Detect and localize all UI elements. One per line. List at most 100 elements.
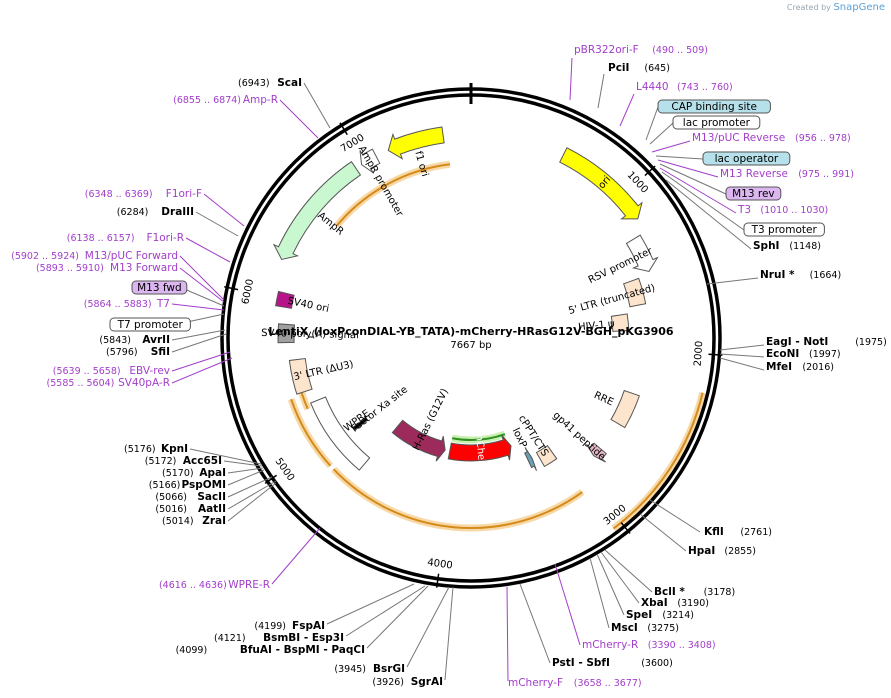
callout-30: WPRE-R(4616 .. 4636) [159, 579, 270, 591]
callout-26: BsrGI(3945) [334, 663, 405, 675]
callout-text-5: M13/pUC Reverse [692, 132, 785, 144]
callout-text-1: PciI [608, 62, 629, 74]
callout-51: ScaI (6943) [238, 77, 302, 89]
callout-text-46: M13/pUC Forward [85, 250, 178, 262]
callout-text-30: WPRE-R [228, 579, 270, 591]
callout-box-42 [109, 317, 191, 332]
callout-text-13: EagI - NotI [766, 336, 828, 348]
callout-34: PspOMI(5166) [149, 479, 226, 491]
callout-line-20 [596, 553, 625, 616]
callout-pos-45: (5893 .. 5910) [36, 263, 104, 274]
callout-pos-17: (2855) [724, 546, 756, 557]
callout-pos-47: (6138 .. 6157) [67, 233, 135, 244]
callout-text-45: M13 Forward [110, 262, 178, 274]
callout-line-16 [649, 499, 701, 533]
callout-text-51: ScaI [277, 77, 302, 89]
callout-text-24: mCherry-F [508, 677, 563, 689]
callout-line-0 [569, 57, 573, 101]
callout-pos-16: (2761) [740, 527, 772, 538]
callout-line-48 [195, 211, 239, 237]
callout-43: T7(5864 .. 5883) [84, 298, 170, 310]
feature-15 [288, 357, 313, 395]
callout-line-38 [171, 357, 233, 384]
callout-line-43 [171, 303, 225, 311]
callout-line-34 [227, 469, 265, 486]
callout-pos-1: (645) [644, 63, 670, 74]
callout-24: mCherry-F(3658 .. 3677) [508, 677, 642, 689]
callout-text-25: SgrAI [411, 676, 443, 688]
callout-31: ZraI(5014) [162, 515, 226, 527]
callout-line-40 [171, 333, 227, 353]
callout-text-11: SphI [753, 240, 779, 252]
callout-line-5 [651, 140, 691, 153]
callout-pos-39: (5639 .. 5658) [53, 366, 121, 377]
callout-text-19: XbaI [641, 597, 668, 609]
callout-pos-38: (5585 .. 5604) [47, 378, 115, 389]
tick-5000 [264, 474, 278, 484]
brand-name: SnapGene [833, 2, 885, 13]
callout-pos-28: (4121) [214, 633, 246, 644]
callout-pos-49: (6348 .. 6369) [85, 189, 153, 200]
callout-37: KpnI(5176) [124, 443, 188, 455]
callout-text-23: PstI - SbfI [552, 657, 610, 669]
callout-text-21: MscI [611, 622, 638, 634]
callout-text-40: SfiI [151, 346, 170, 358]
callout-line-15 [719, 357, 765, 371]
callout-text-28: BsmBI - Esp3I [263, 632, 344, 644]
callout-line-7 [657, 159, 719, 178]
callout-line-4 [649, 122, 674, 145]
callout-text-22: mCherry-R [582, 639, 638, 651]
orange-arc-2 [332, 468, 583, 529]
callout-41: AvrII(5843) [99, 334, 170, 346]
callout-pos-19: (3190) [677, 598, 709, 609]
callout-pos-23: (3600) [641, 658, 673, 669]
feature-2 [359, 148, 381, 174]
callout-line-33 [227, 476, 273, 498]
feature-7 [610, 389, 641, 429]
feature-14 [310, 396, 371, 471]
callouts-layer: pBR322ori-F(490 .. 509)PciI(645)L4440(74… [11, 44, 887, 689]
callout-pos-5: (956 .. 978) [795, 133, 851, 144]
callout-36: Acc65I(5172) [145, 455, 222, 467]
callout-line-18 [604, 549, 653, 593]
green-arc [451, 433, 506, 441]
callout-28: BsmBI - Esp3I (4121) [214, 632, 344, 644]
callout-pos-46: (5902 .. 5924) [11, 251, 79, 262]
callout-pos-51: (6943) [238, 78, 270, 89]
callout-18: BclI *(3178) [654, 586, 735, 598]
callout-line-9 [659, 167, 737, 214]
feature-1 [272, 161, 362, 261]
callout-text-9: T3 [737, 204, 751, 216]
callout-17: HpaI(2855) [688, 545, 756, 557]
callout-text-29: FspAI [292, 620, 325, 632]
callout-line-24 [506, 586, 509, 682]
orange-arcs-layer [287, 160, 707, 532]
callout-line-30 [271, 527, 321, 585]
callout-box-3 [657, 99, 771, 114]
callout-16: KflI(2761) [704, 526, 772, 538]
callout-text-14: EcoNI [766, 348, 799, 360]
orange-arc-3 [290, 398, 332, 467]
feature-label-16: SV40 poly(A) signal [261, 328, 359, 341]
callout-text-0: pBR322ori-F [574, 44, 639, 56]
callout-line-35 [227, 467, 264, 474]
callout-pos-35: (5170) [162, 468, 194, 479]
callout-pos-41: (5843) [99, 335, 131, 346]
feature-12 [391, 419, 446, 462]
callout-pos-2: (743 .. 760) [677, 82, 733, 93]
callout-line-37 [189, 448, 262, 465]
callout-line-44 [181, 287, 225, 307]
callout-text-3: CAP binding site [671, 101, 757, 113]
callout-text-7: M13 Reverse [720, 168, 788, 180]
callout-line-2 [619, 93, 635, 127]
callout-pos-15: (2016) [802, 362, 834, 373]
callout-pos-22: (3390 .. 3408) [648, 640, 716, 651]
callout-pos-40: (5796) [106, 347, 138, 358]
callout-line-36 [223, 460, 263, 467]
callout-pos-20: (3214) [662, 610, 694, 621]
callout-3: CAP binding site [657, 99, 771, 114]
callout-35: ApaI(5170) [162, 467, 226, 479]
brand-created-by: Created by [786, 3, 831, 12]
callout-line-12 [706, 277, 759, 285]
